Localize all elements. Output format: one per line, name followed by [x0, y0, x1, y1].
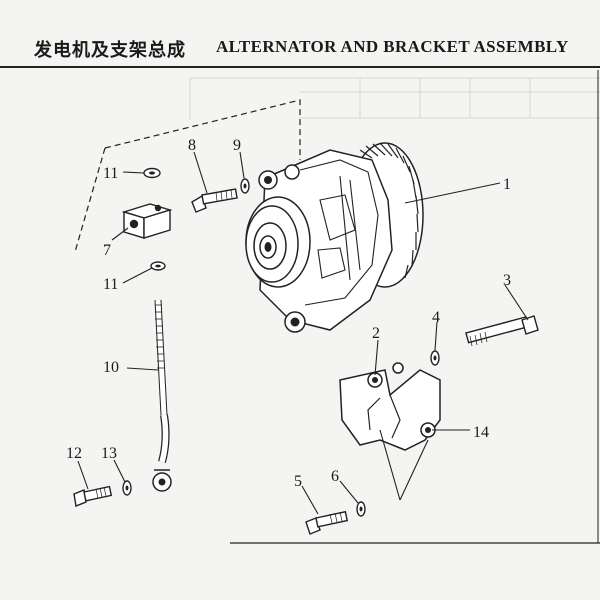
alternator-part-1 — [245, 142, 424, 333]
bolt-part-12 — [73, 485, 113, 507]
callout-4: 4 — [432, 309, 440, 326]
title-rule — [0, 66, 600, 68]
nut-11-top — [143, 167, 161, 179]
callout-1: 1 — [503, 176, 511, 193]
callout-6: 6 — [331, 468, 339, 485]
callout-12: 12 — [66, 445, 82, 462]
washer-part-13 — [122, 480, 132, 496]
callout-13: 13 — [101, 445, 117, 462]
callout-5: 5 — [294, 473, 302, 490]
bolt-part-8 — [191, 188, 238, 213]
nut-11-bottom — [150, 261, 166, 271]
adjusting-rod-part-10 — [152, 299, 172, 492]
background-table-lines — [189, 77, 600, 120]
bolt-part-5 — [305, 510, 349, 535]
washer-part-9 — [240, 178, 250, 194]
callout-3: 3 — [503, 272, 511, 289]
callout-2: 2 — [372, 325, 380, 342]
callout-14: 14 — [473, 424, 489, 441]
leader-lines — [77, 151, 529, 515]
callout-11-bottom: 11 — [103, 276, 118, 293]
washer-part-4 — [430, 350, 440, 366]
bolt-part-3 — [465, 315, 539, 347]
bracket-part-14 — [339, 362, 441, 451]
title-chinese: 发电机及支架总成 — [34, 40, 186, 61]
callout-11-top: 11 — [103, 165, 118, 182]
callout-7: 7 — [103, 242, 111, 259]
dashed-group-outline — [104, 99, 301, 160]
title-english: ALTERNATOR AND BRACKET ASSEMBLY — [216, 37, 569, 56]
callout-10: 10 — [103, 359, 119, 376]
block-part-7 — [121, 203, 173, 239]
washer-part-6 — [356, 501, 366, 517]
callout-9: 9 — [233, 137, 241, 154]
callouts: 1 2 3 4 5 6 7 8 9 10 11 11 12 13 14 — [66, 137, 511, 490]
callout-8: 8 — [188, 137, 196, 154]
title-bar: 发电机及支架总成 ALTERNATOR AND BRACKET ASSEMBLY — [0, 0, 600, 68]
